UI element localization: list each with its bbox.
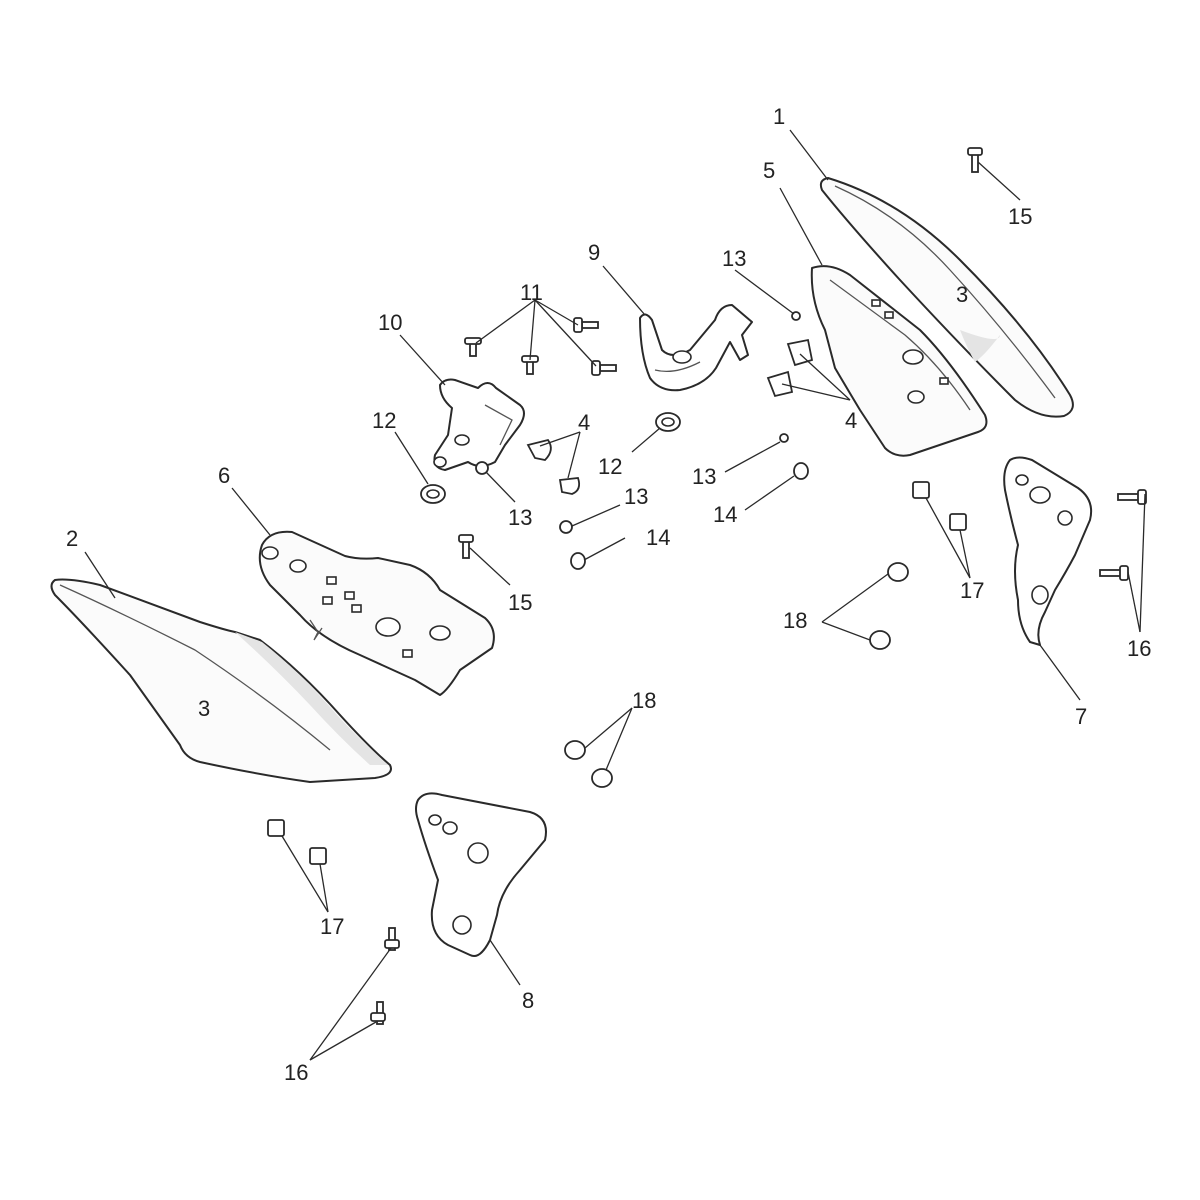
callout-17: 17 (960, 578, 984, 603)
callout-11: 11 (520, 280, 543, 305)
part-2-outer-cover (50, 578, 392, 783)
leader-lines (84, 129, 1146, 1061)
part-14-nuts (570, 462, 809, 570)
callout-14: 14 (713, 502, 737, 527)
part-8-hanger (415, 792, 547, 957)
callout-3: 3 (198, 696, 210, 721)
callout-6: 6 (218, 463, 230, 488)
part-9-bracket (639, 304, 753, 392)
part-7-hanger (1003, 456, 1093, 646)
callout-9: 9 (588, 240, 600, 265)
callout-18: 18 (632, 688, 656, 713)
part-13-nuts (475, 311, 801, 534)
callout-12: 12 (598, 454, 622, 479)
callout-7: 7 (1075, 704, 1087, 729)
callout-5: 5 (763, 158, 775, 183)
callout-15: 15 (508, 590, 532, 615)
part-11-screws (464, 317, 617, 376)
part-5-inner-panel (810, 265, 988, 457)
callout-8: 8 (522, 988, 534, 1013)
callout-labels: 1 2 3 3 4 4 5 6 7 8 9 10 11 12 12 13 13 … (66, 104, 1151, 1085)
callout-16: 16 (284, 1060, 308, 1085)
part-6-inner-panel (258, 530, 495, 696)
part-4-plugs (526, 338, 814, 495)
callout-17: 17 (320, 914, 344, 939)
callout-13: 13 (508, 505, 532, 530)
callout-14: 14 (646, 525, 670, 550)
callout-13: 13 (722, 246, 746, 271)
callout-18: 18 (783, 608, 807, 633)
part-15-bolts (458, 147, 983, 559)
part-16-bolts (370, 489, 1147, 1025)
part-12-grommets (420, 412, 681, 504)
callout-2: 2 (66, 526, 78, 551)
part-17-clips (267, 481, 967, 865)
callout-12: 12 (372, 408, 396, 433)
callout-10: 10 (378, 310, 402, 335)
callout-4: 4 (578, 410, 590, 435)
callout-15: 15 (1008, 204, 1032, 229)
callout-4: 4 (845, 408, 857, 433)
callout-13: 13 (692, 464, 716, 489)
callout-3: 3 (956, 282, 968, 307)
callout-1: 1 (773, 104, 785, 129)
part-10-mounting-plate (433, 378, 525, 471)
callout-16: 16 (1127, 636, 1151, 661)
part-1-side-cover (819, 177, 1074, 418)
callout-13: 13 (624, 484, 648, 509)
